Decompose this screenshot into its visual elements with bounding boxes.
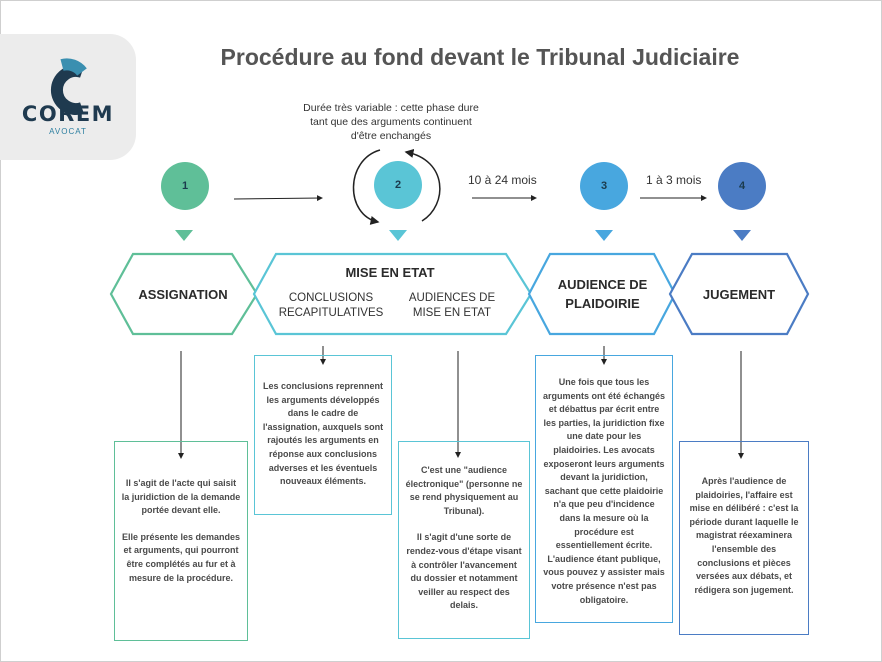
pointer-triangle-3 [595, 230, 613, 241]
description-box-plaidoirie: Une fois que tous les arguments ont été … [535, 355, 673, 623]
step-circle-4: 4 [718, 162, 766, 210]
description-box-audiences-mise-en-etat: C'est une "audience électronique" (perso… [398, 441, 530, 639]
label-mise-en-etat: MISE EN ETAT [345, 265, 435, 280]
audiences-text-2: Il s'agit d'une sorte de rendez-vous d'é… [406, 532, 522, 611]
pointer-triangle-4 [733, 230, 751, 241]
arrow-step1-step2 [233, 195, 323, 202]
step-number-3: 3 [600, 180, 608, 192]
step-number-4: 4 [738, 180, 746, 192]
step-circle-1: 1 [161, 162, 209, 210]
corem-c-logo-icon [50, 58, 87, 115]
duration-step2-step3: 10 à 24 mois [468, 173, 537, 187]
hexagon-jugement [668, 252, 810, 336]
phase-duration-note: Durée très variable : cette phase dure t… [303, 102, 479, 142]
description-box-jugement: Après l'audience de plaidoiries, l'affai… [679, 441, 809, 635]
description-box-conclusions: Les conclusions reprennent les arguments… [254, 355, 392, 515]
plaidoirie-text: Une fois que tous les arguments ont été … [542, 377, 666, 605]
step-number-2: 2 [394, 179, 402, 191]
jugement-text: Après l'audience de plaidoiries, l'affai… [689, 476, 799, 595]
duration-step3-step4: 1 à 3 mois [646, 173, 702, 187]
page-title: Procédure au fond devant le Tribunal Jud… [220, 44, 740, 70]
label-jugement: JUGEMENT [702, 287, 776, 302]
step-circle-2: 2 [374, 161, 422, 209]
label-audience-de-plaidoirie: AUDIENCE DE PLAIDOIRIE [557, 277, 648, 311]
logo-subtitle: AVOCAT [49, 127, 87, 136]
loop-arrow-right [404, 148, 441, 222]
assignation-text-2: Elle présente les demandes et arguments,… [121, 531, 241, 583]
description-box-assignation: Il s'agit de l'acte qui saisit la juridi… [114, 441, 248, 641]
label-conclusions-recapitulatives: CONCLUSIONS RECAPITULATIVES [278, 292, 384, 319]
pointer-triangle-2 [389, 230, 407, 241]
hexagon-assignation [109, 252, 259, 336]
label-assignation: ASSIGNATION [138, 287, 228, 302]
step-circle-3: 3 [580, 162, 628, 210]
logo-name: COREM [21, 102, 115, 126]
conclusions-text: Les conclusions reprennent les arguments… [262, 381, 384, 487]
assignation-text-1: Il s'agit de l'acte qui saisit la juridi… [121, 478, 241, 516]
pointer-triangle-1 [175, 230, 193, 241]
hexagon-plaidoirie [527, 252, 677, 336]
audiences-text-1: C'est une "audience électronique" (perso… [405, 465, 523, 516]
loop-arrow-left [352, 149, 381, 225]
logo: COREM AVOCAT [0, 34, 136, 160]
label-audiences-mise-en-etat: AUDIENCES DE MISE EN ETAT [408, 292, 496, 319]
step-number-1: 1 [181, 180, 189, 192]
hexagon-mise-en-etat [252, 252, 533, 336]
